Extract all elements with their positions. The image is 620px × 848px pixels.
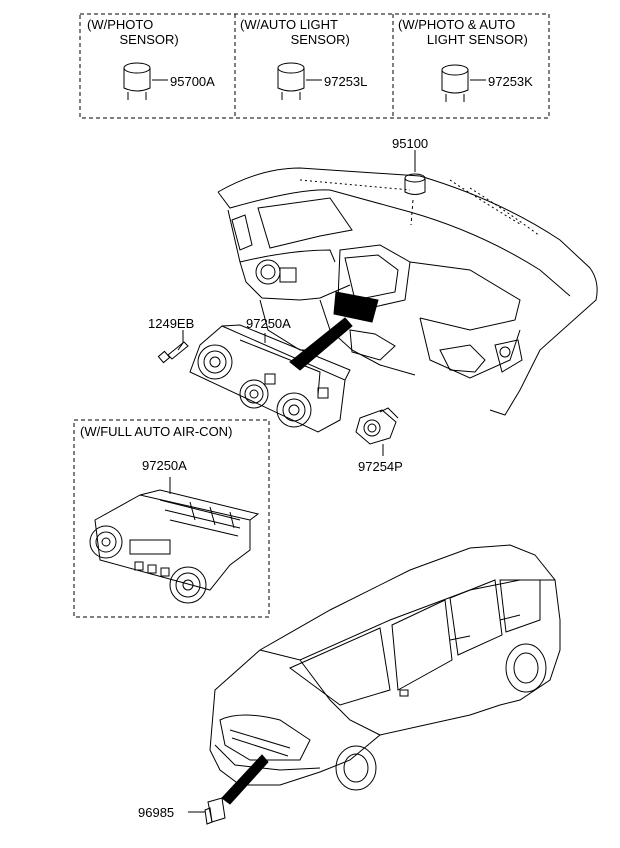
sensor-icon-97253k [441, 64, 486, 102]
full-auto-box-header: (W/FULL AUTO AIR-CON) [80, 424, 233, 439]
sensor-box-header-auto-light: (W/AUTO LIGHT SENSOR) [240, 17, 350, 47]
bolt-icon [157, 330, 189, 364]
heater-control-drawing [189, 324, 351, 433]
part-label-96985: 96985 [138, 805, 175, 820]
part-label-97254p: 97254P [358, 459, 403, 474]
pointer-arrow-car [221, 754, 269, 805]
part-label-97250a: 97250A [246, 316, 291, 331]
part-label-97253l: 97253L [324, 74, 368, 89]
part-label-95100: 95100 [392, 136, 429, 151]
part-label-97253k: 97253K [488, 74, 533, 89]
sensor-box-header-photo-auto-light: (W/PHOTO & AUTO LIGHT SENSOR) [398, 17, 528, 47]
switch-drawing [355, 407, 399, 456]
part-label-97250a-full-auto: 97250A [142, 458, 187, 473]
car-drawing [209, 544, 561, 791]
sensor-icon-97253l [277, 62, 322, 100]
full-auto-box [73, 419, 270, 618]
part-label-95700a: 95700A [170, 74, 215, 89]
sensor-icon-95700a [123, 62, 168, 100]
sensor-box-header-photo: (W/PHOTO SENSOR) [87, 17, 179, 47]
pointer-arrow-dash [289, 317, 353, 371]
full-auto-control-drawing [89, 477, 260, 604]
part-label-1249eb: 1249EB [148, 316, 195, 331]
sensor-options-box [79, 13, 550, 119]
sensor-icon-96985 [188, 797, 226, 825]
